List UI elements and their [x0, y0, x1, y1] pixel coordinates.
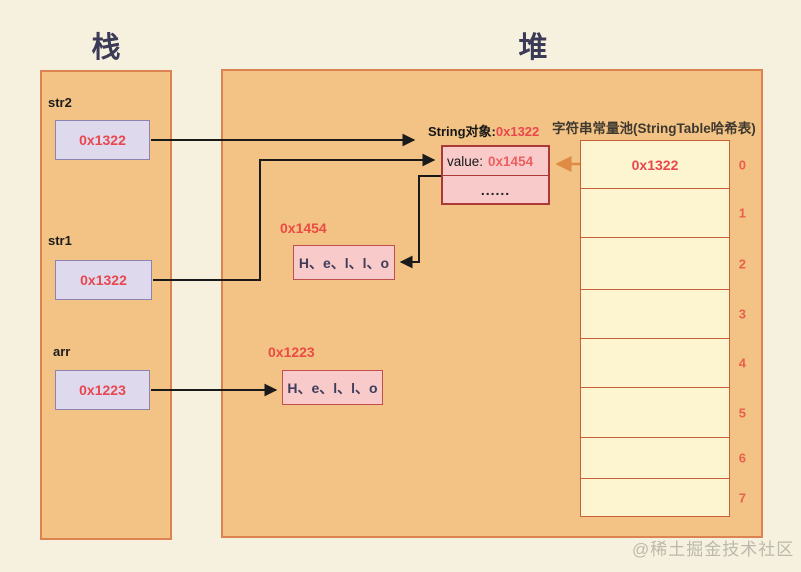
array-1223-box: H、e、l、l、o	[282, 370, 383, 405]
watermark: @稀土掘金技术社区	[632, 540, 795, 559]
string-table-row-6: 6	[581, 438, 746, 479]
array-1454-address-label: 0x1454	[280, 220, 327, 236]
string-table-index-2: 2	[738, 256, 746, 271]
string-table-row-5: 5	[581, 388, 746, 438]
string-object-label-text: String对象:	[428, 124, 496, 139]
string-table-index-5: 5	[738, 405, 746, 420]
string-table-row-0: 0x1322 0	[581, 141, 746, 189]
var-label-str2: str2	[48, 95, 72, 110]
string-table-index-3: 3	[738, 306, 746, 322]
var-box-str1: 0x1322	[55, 260, 152, 300]
string-object-box: value:0x1454 ......	[441, 145, 550, 205]
value-field-address: 0x1454	[488, 153, 534, 169]
var-box-str2: 0x1322	[55, 120, 150, 160]
string-table-row-1: 1	[581, 189, 746, 238]
var-box-arr: 0x1223	[55, 370, 150, 410]
string-object-value-row: value:0x1454	[443, 147, 548, 176]
string-table-row-2: 2	[581, 238, 746, 290]
var-value-arr: 0x1223	[79, 382, 126, 398]
string-object-address: 0x1322	[495, 124, 540, 139]
heap-title: 堆	[518, 32, 548, 64]
string-object-ellipsis: ......	[480, 181, 511, 198]
string-table-title: 字符串常量池(StringTable哈希表)	[552, 121, 756, 136]
array-1223-address-label: 0x1223	[268, 344, 315, 360]
var-value-str2: 0x1322	[79, 132, 126, 148]
string-table-index-7: 7	[738, 490, 746, 505]
string-table-cell-0: 0x1322	[631, 156, 679, 173]
string-table-index-6: 6	[738, 450, 746, 466]
string-table-index-4: 4	[738, 355, 746, 371]
var-label-str1: str1	[48, 233, 72, 248]
stack-title: 栈	[91, 32, 121, 64]
value-field-label: value:	[447, 153, 484, 169]
var-value-str1: 0x1322	[80, 272, 127, 288]
var-label-arr: arr	[53, 344, 71, 359]
string-table-row-4: 4	[581, 339, 746, 388]
string-table-index-0: 0	[738, 157, 746, 172]
array-1454-box: H、e、l、l、o	[293, 245, 395, 280]
string-object-label: String对象:0x1322	[428, 121, 539, 140]
string-table-row-3: 3	[581, 290, 746, 339]
string-table-row-7: 7	[581, 479, 746, 516]
string-table: 0x1322 0 1 2 3 4 5 6 7	[580, 140, 746, 517]
string-table-index-1: 1	[738, 205, 746, 221]
